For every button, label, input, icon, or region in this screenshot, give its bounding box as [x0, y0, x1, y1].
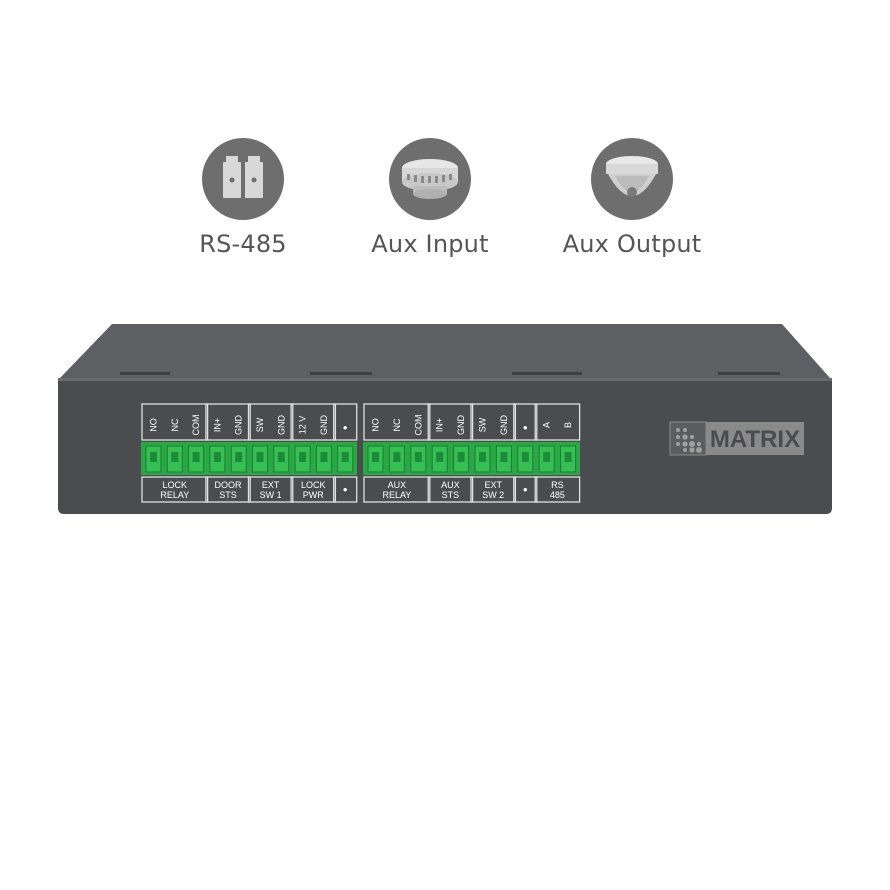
- terminal-screw: [341, 452, 349, 462]
- terminal-label: IN+: [435, 418, 445, 432]
- terminal-screw: [299, 452, 307, 462]
- terminal-group-label: •: [523, 482, 528, 497]
- terminal-screw: [457, 452, 465, 462]
- terminal-label: IN+: [212, 418, 222, 432]
- terminal-screw: [256, 452, 264, 462]
- terminal-group-label: 485: [550, 490, 565, 500]
- terminal-label: NC: [392, 418, 402, 431]
- terminal-group-label: LOCK: [301, 480, 326, 490]
- terminal-group-bottom-frame: [427, 476, 474, 503]
- terminal-group-label: LOCK: [163, 480, 188, 490]
- terminal-label: •: [343, 420, 348, 435]
- terminal-group-top-frame: [534, 403, 581, 441]
- terminal-screw: [436, 452, 444, 462]
- terminal-group-label: RS: [551, 480, 564, 490]
- terminal-label: GND: [234, 415, 244, 436]
- terminal-group-top-frame: [333, 403, 358, 441]
- terminal-group-top-frame: [363, 403, 431, 441]
- terminal-screw: [500, 452, 508, 462]
- feature-rs485: RS-485: [153, 138, 333, 258]
- terminal-screw: [150, 452, 157, 462]
- device-top-panel: [60, 324, 830, 378]
- terminal-group-top-frame: [290, 403, 337, 441]
- rs485-connector-icon: [202, 138, 284, 220]
- terminal-group-label: AUX: [441, 480, 460, 490]
- dome-camera-icon: [591, 138, 673, 220]
- terminal-screw: [393, 452, 401, 462]
- matrix-logo-icon: [676, 428, 702, 453]
- terminal-group-top-frame: [513, 403, 538, 441]
- feature-aux-output: Aux Output: [542, 138, 722, 258]
- terminal-label: •: [523, 420, 528, 435]
- terminal-group-label: STS: [219, 490, 237, 500]
- terminal-group-label: SW 1: [260, 490, 282, 500]
- terminal-group-top-frame: [205, 403, 251, 441]
- terminal-screw: [372, 452, 379, 462]
- terminal-label: 12 V: [298, 416, 308, 435]
- terminal-group-label: DOOR: [215, 480, 243, 490]
- matrix-logo: MATRIX: [669, 421, 804, 456]
- terminal-group-label: SW 2: [482, 490, 504, 500]
- terminal-screw: [277, 452, 285, 462]
- terminal-label: GND: [499, 415, 509, 436]
- terminal-label: B: [563, 422, 573, 428]
- feature-label: Aux Input: [371, 230, 489, 258]
- terminal-group-label: PWR: [303, 490, 324, 500]
- terminal-label: SW: [255, 417, 265, 432]
- terminal-label: A: [542, 422, 552, 428]
- terminal-group-top-frame: [247, 403, 294, 441]
- terminal-label-frame: [141, 403, 581, 503]
- terminal-screw: [213, 452, 221, 462]
- terminal-label: SW: [478, 417, 488, 432]
- terminal-group-bottom-frame: [534, 476, 581, 503]
- terminal-group-label: •: [343, 482, 348, 497]
- terminal-label: GND: [319, 415, 329, 436]
- terminal-label: NO: [371, 418, 381, 432]
- terminal-label: NO: [149, 418, 159, 432]
- terminal-group-bottom-frame: [513, 476, 538, 503]
- terminal-group-bottom-frame: [470, 476, 517, 503]
- terminal-group-bottom-frame: [333, 476, 358, 503]
- terminal-group-top-frame: [427, 403, 474, 441]
- terminal-group-bottom-frame: [141, 476, 209, 503]
- terminal-group-bottom-frame: [290, 476, 337, 503]
- terminal-group-bottom-frame: [205, 476, 251, 503]
- terminal-screw: [320, 452, 328, 462]
- terminal-group-label: RELAY: [160, 490, 189, 500]
- terminal-label: GND: [456, 415, 466, 436]
- terminal-label: COM: [413, 415, 423, 436]
- terminal-screw: [521, 452, 529, 462]
- terminal-label: GND: [276, 415, 286, 436]
- brand-name: MATRIX: [710, 426, 800, 453]
- terminal-group-label: RELAY: [382, 490, 411, 500]
- feature-aux-input: Aux Input: [340, 138, 520, 258]
- terminal-screw: [235, 452, 243, 462]
- terminal-group-label: EXT: [484, 480, 502, 490]
- terminal-group-label: STS: [442, 490, 460, 500]
- terminal-group-label: EXT: [262, 480, 280, 490]
- terminal-screw: [171, 452, 179, 462]
- terminal-label: COM: [191, 415, 201, 436]
- terminal-group-bottom-frame: [363, 476, 431, 503]
- feature-label: Aux Output: [562, 230, 702, 258]
- terminal-group-top-frame: [470, 403, 517, 441]
- terminal-screw: [564, 452, 572, 462]
- terminal-group-label: AUX: [388, 480, 407, 490]
- terminal-label: NC: [170, 418, 180, 431]
- terminal-screw: [479, 452, 486, 462]
- terminal-screw: [192, 452, 200, 462]
- terminal-group-bottom-frame: [247, 476, 294, 503]
- feature-label: RS-485: [199, 230, 287, 258]
- smoke-detector-icon: [389, 138, 471, 220]
- terminal-group-top-frame: [141, 403, 209, 441]
- terminal-screw: [543, 452, 551, 462]
- terminal-screw: [414, 452, 422, 462]
